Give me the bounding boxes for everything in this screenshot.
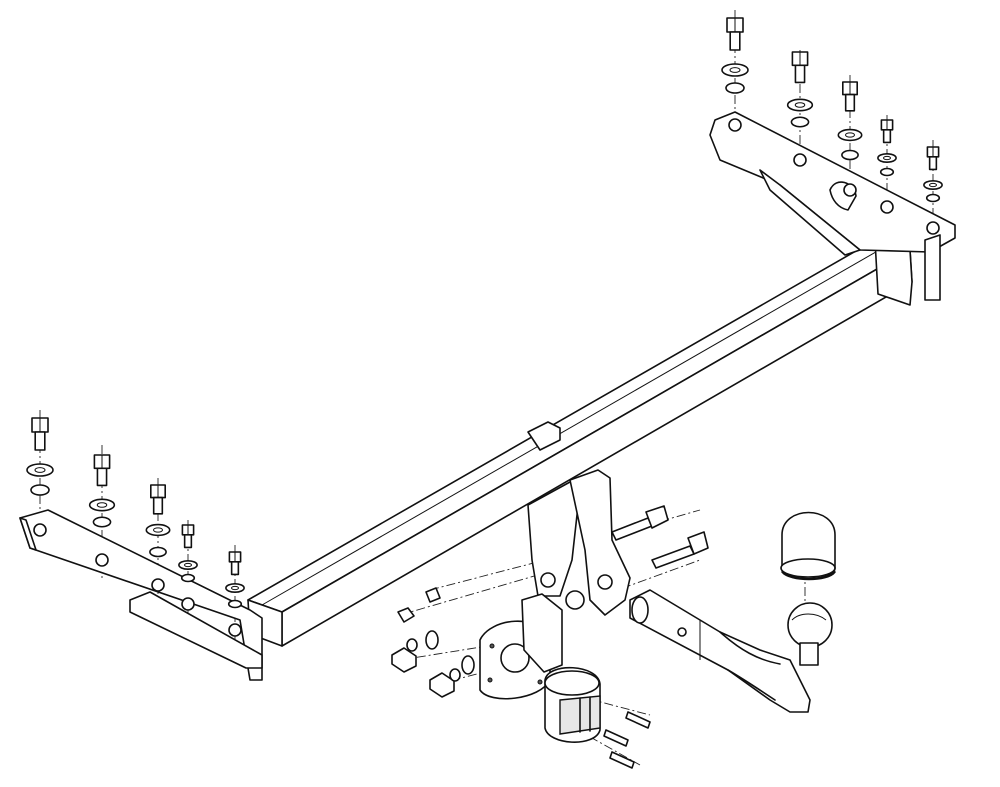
right-mounting-bracket [709,111,956,301]
spring-washer [925,193,941,203]
washer-hole [96,502,108,508]
bolt-stacks [26,17,943,609]
washer [877,153,897,164]
bolt-stack [26,417,54,496]
bolt-stack [145,484,171,558]
washer-hole [845,132,855,138]
hex-bolt-shank [34,431,46,451]
spring-washer [227,599,243,609]
washer-hole [153,527,163,533]
crossbar [247,239,913,647]
hex-bolt-shank [152,496,164,515]
washer [178,559,198,570]
washer-hole [883,155,891,161]
tow-ball-cover [780,511,836,581]
spring-washer [92,516,112,528]
hex-bolt-shank [794,64,806,84]
spring-washer [149,546,167,558]
washer-hole [929,182,937,188]
spring-washer [841,149,859,161]
electrical-socket [544,666,601,743]
bolt-stack [923,146,943,203]
bolt-stack [88,454,116,528]
hex-bolt-shank [230,560,240,576]
tow-ball [787,602,833,666]
hanger-bolts [611,505,709,569]
washer-hole [729,67,741,73]
hex-bolt-shank [96,467,108,487]
bolt-stack [877,119,897,177]
spring-washer [725,82,745,94]
washer-hole [231,585,239,591]
washer [923,180,943,191]
socket-screws [603,711,651,769]
tow-ball-neck [629,589,811,713]
spring-washer [180,573,196,583]
left-mounting-bracket [19,509,263,681]
washer-hole [34,467,46,473]
hex-bolt-shank [928,156,938,171]
washer [721,63,749,77]
washer [786,98,814,112]
center-hanger-plates [527,421,631,616]
washer [26,463,54,477]
bolt-stack [721,17,749,94]
washer [145,523,171,537]
hex-bolt-shank [183,533,193,549]
spring-washer [790,116,810,128]
bolt-stack [837,81,863,161]
hex-bolt-shank [729,31,741,51]
washer [88,498,116,512]
spring-washer [30,484,50,496]
spring-washer [879,167,895,177]
washer [837,128,863,142]
hex-bolt-shank [882,129,892,144]
bolt-stack [225,551,245,609]
hex-bolt-shank [844,93,856,112]
washer-hole [794,102,806,108]
socket-plate [479,593,563,700]
washer [225,582,245,593]
bolt-stack [786,51,814,128]
socket-nuts-washers [391,587,475,698]
washer-hole [184,562,192,568]
bolt-stack [178,524,198,583]
